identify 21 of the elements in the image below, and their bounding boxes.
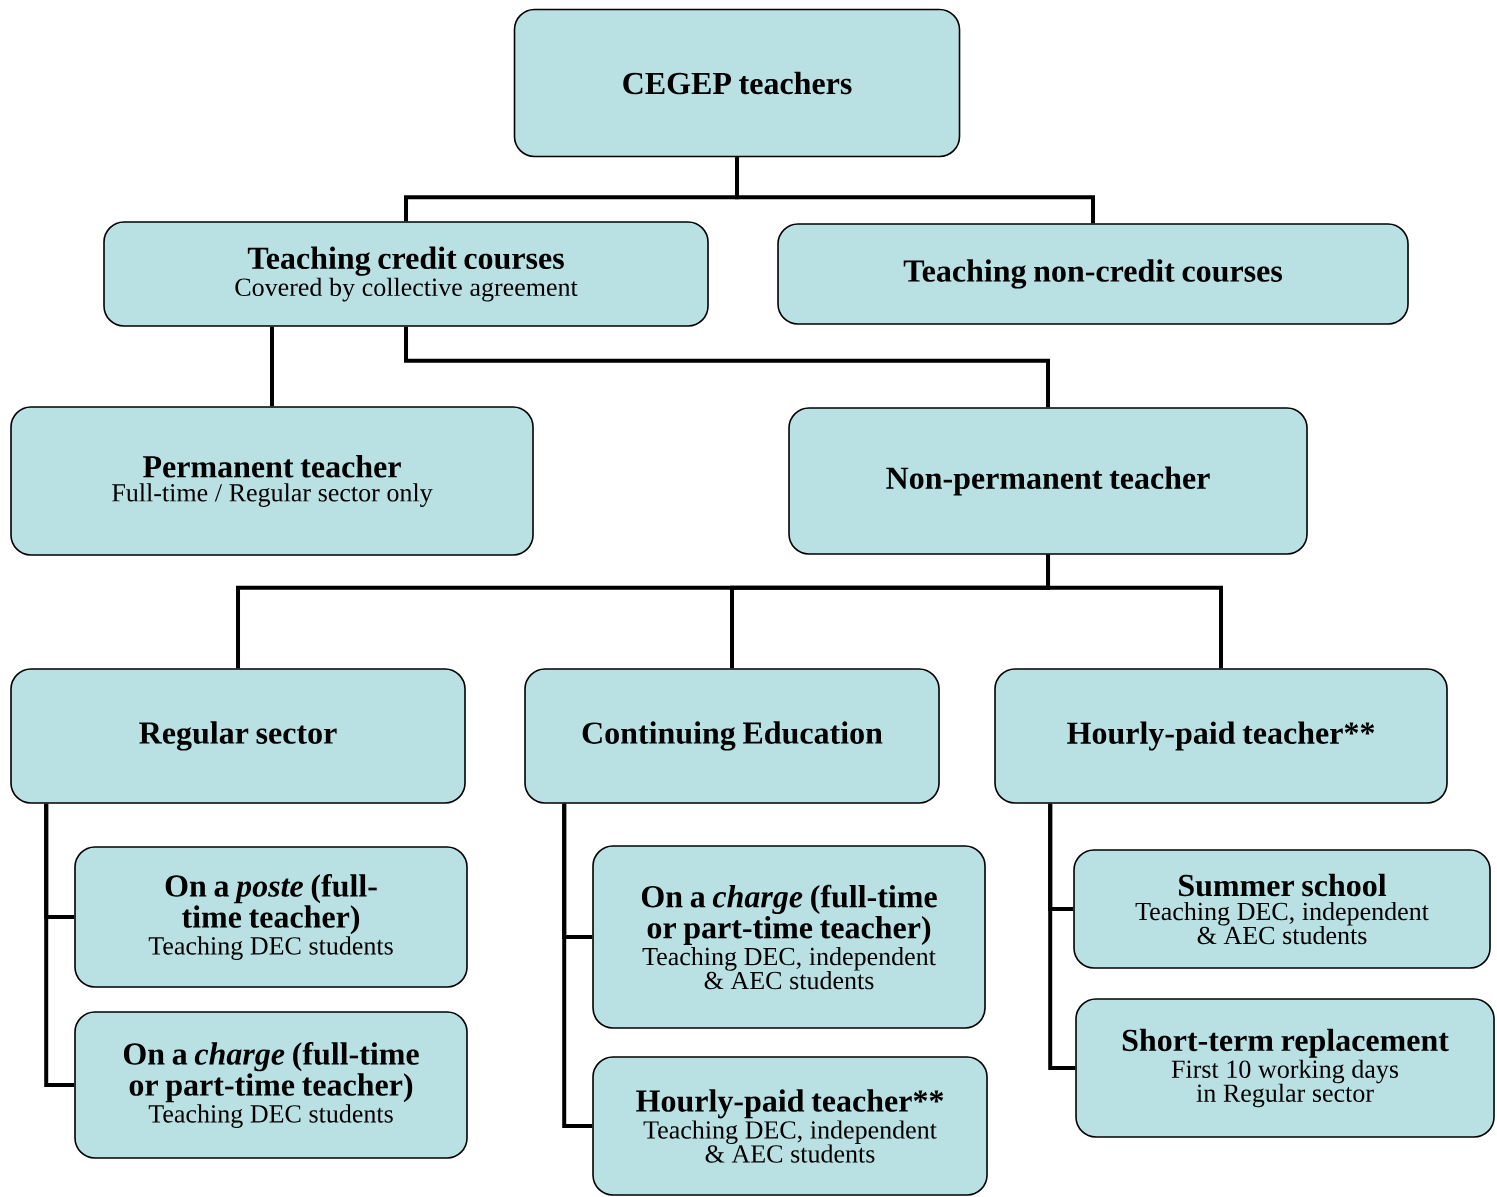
- category-box: Short-term replacement First 10 working days in Regular sector: [1075, 998, 1495, 1138]
- connector-line: [404, 326, 1050, 408]
- connector-line: [44, 803, 75, 1087]
- category-box: Summer school Teaching DEC, independent & AEC students: [1073, 849, 1491, 969]
- category-box: Permanent teacher Full-time / Regular sector only: [10, 406, 534, 556]
- category-box: Hourly-paid teacher** Teaching DEC, independent & AEC students: [592, 1056, 988, 1196]
- category-box: Regular sector: [10, 668, 466, 804]
- connector-line: [1046, 554, 1223, 669]
- category-box: On a charge (full-time or part-time teacher) Teaching DEC students: [74, 1011, 468, 1159]
- category-box: Teaching non-credit courses: [777, 223, 1409, 325]
- connector-line: [270, 326, 274, 407]
- category-box: Hourly-paid teacher**: [994, 668, 1448, 804]
- connector-line: [735, 157, 1095, 224]
- category-box: On aposte (full-time teacher) Teaching DEC students: [74, 846, 468, 988]
- connector-line: [562, 803, 593, 1128]
- category-box: Continuing Education: [524, 668, 940, 804]
- category-box: Non-permanent teacher: [788, 407, 1308, 555]
- connector-line: [1048, 803, 1076, 1070]
- category-box: On a charge (full-time or part-time teacher) Teaching DEC, independent & AEC students: [592, 845, 986, 1029]
- category-box: Teaching credit courses Covered by collective agreement: [103, 221, 709, 327]
- category-box: CEGEP teachers: [513, 8, 961, 158]
